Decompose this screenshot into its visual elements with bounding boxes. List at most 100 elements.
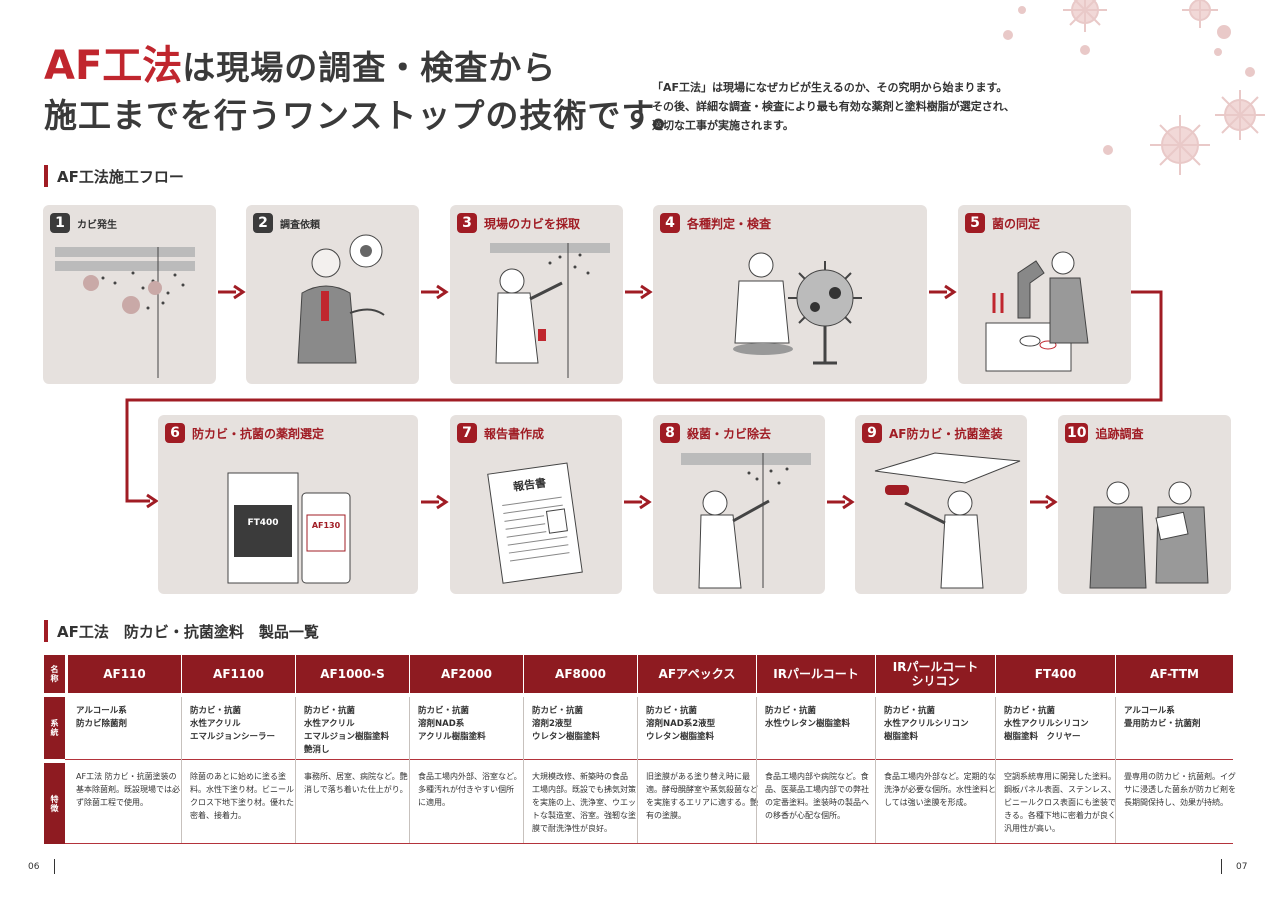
column-divider — [181, 697, 182, 843]
product-feature-line: ず除菌工程で使用。 — [76, 798, 148, 807]
product-type-line: 防カビ・抗菌 — [1004, 706, 1056, 716]
product-feature-line: クロス下地下塗り材。優れた — [190, 798, 294, 807]
product-column: IRパールコート防カビ・抗菌水性ウレタン樹脂塗料食品工場内部や病院など。食品、医… — [757, 655, 875, 844]
product-feature: AF工法 防カビ・抗菌塗装の基本除菌剤。既設現場では必ず除菌工程で使用。 — [76, 770, 180, 809]
product-type-line: 防カビ・抗菌 — [884, 706, 936, 716]
product-feature-line: 除菌のあとに始めに塗る塗 — [190, 772, 286, 781]
product-feature-line: 汎用性が高い。 — [1004, 824, 1060, 833]
product-name: AF1100 — [182, 655, 295, 693]
step-label: 菌の同定 — [992, 216, 1041, 231]
column-divider — [875, 697, 876, 843]
flow-arrow-icon — [421, 284, 449, 300]
microscope-illustration — [985, 251, 1089, 372]
product-type-line: エマルジョンシーラー — [190, 732, 276, 742]
mold-removal-illustration — [681, 453, 811, 589]
lead-text: 「AF工法」は現場になぜカビが生えるのか、その究明から始まります。 その後、詳細… — [652, 78, 1015, 135]
product-name: AF1000-S — [296, 655, 409, 693]
product-type: 防カビ・抗菌溶剤NAD系アクリル樹脂塗料 — [418, 705, 486, 744]
product-name: AF110 — [68, 655, 181, 693]
product-feature-line: 密着、接着力。 — [190, 811, 246, 820]
flow-step-8: 8 殺菌・カビ除去 — [653, 415, 825, 594]
step-label: 報告書作成 — [484, 426, 545, 441]
product-feature-line: の移香が心配な個所。 — [765, 811, 845, 820]
product-feature-line: ビニールクロス表面にも塗装で — [1004, 798, 1116, 807]
inspection-illustration — [733, 252, 862, 365]
page-number-left: 06 — [28, 862, 40, 872]
column-divider — [1115, 697, 1116, 843]
product-feature-line: トな製造室、浴室。強靭な塗 — [532, 811, 636, 820]
product-feature-line: 有の塗膜。 — [646, 811, 686, 820]
can-label-ft400: FT400 — [247, 518, 278, 528]
product-column: AFアペックス防カビ・抗菌溶剤NAD系2液型ウレタン樹脂塗料旧塗膜がある塗り替え… — [638, 655, 758, 844]
product-feature-line: 消しで落ち着いた仕上がり。 — [304, 785, 408, 794]
product-name: FT400 — [996, 655, 1115, 693]
product-type-line: 溶剤2液型 — [532, 719, 572, 729]
can-label-af130: AF130 — [312, 521, 341, 530]
step-number: 8 — [660, 423, 680, 443]
product-feature-line: 洗浄が必要な個所。水性塗料と — [884, 785, 996, 794]
product-type-line: ウレタン樹脂塗料 — [532, 732, 601, 742]
step-label: 各種判定・検査 — [687, 216, 772, 231]
product-type-line: 防カビ・抗菌 — [646, 706, 698, 716]
step-label: 防カビ・抗菌の薬剤選定 — [192, 426, 325, 441]
page-headline: AF工法は現場の調査・検査から 施工までを行うワンストップの技術です。 — [44, 42, 686, 140]
section-bar — [44, 620, 48, 642]
product-feature-line: 品、医薬品工場内部での弊社 — [765, 785, 869, 794]
flow-arrow-icon — [1030, 494, 1058, 510]
step-label: 殺菌・カビ除去 — [687, 426, 772, 441]
product-feature: 大規模改修、新築時の食品工場内部。既設でも拂気対策を実施の上、洗浄室、ウエットな… — [532, 770, 636, 835]
product-type-line: 水性アクリル — [190, 719, 241, 729]
product-feature-line: 鋼板パネル表面、ステンレス、 — [1004, 785, 1116, 794]
product-type-line: 防カビ・抗菌 — [304, 706, 356, 716]
product-feature-line: 多種汚れが付きやすい個所 — [418, 785, 514, 794]
product-type: アルコール系畳用防カビ・抗菌剤 — [1124, 705, 1201, 731]
step-label: AF防カビ・抗菌塗装 — [889, 426, 1003, 441]
product-feature-line: 食品工場内外部、浴室など。 — [418, 772, 522, 781]
row-divider — [65, 843, 1233, 844]
flow-arrow-icon — [624, 494, 652, 510]
product-feature-line: AF工法 防カビ・抗菌塗装の — [76, 772, 177, 781]
mold-ceiling-illustration — [55, 247, 195, 378]
product-name: AFアペックス — [638, 655, 756, 693]
product-feature-line: を実施するエリアに適する。艶 — [646, 798, 758, 807]
step-number: 9 — [862, 423, 882, 443]
page-divider — [1221, 859, 1222, 874]
product-feature-line: 大規模改修、新築時の食品 — [532, 772, 628, 781]
product-feature: 除菌のあとに始めに塗る塗料。水性下塗り材。ビニールクロス下地下塗り材。優れた密着… — [190, 770, 294, 822]
product-type-line: 防カビ・抗菌 — [418, 706, 470, 716]
section-bar — [44, 165, 48, 187]
report-document-illustration: 報告書 — [487, 462, 583, 584]
step-label: 追跡調査 — [1095, 426, 1144, 441]
products-section-title: AF工法 防カビ・抗菌塗料 製品一覧 — [44, 620, 319, 642]
product-feature-line: 基本除菌剤。既設現場では必 — [76, 785, 180, 794]
step-label: カビ発生 — [77, 219, 117, 231]
row-label-type: 系統 — [44, 697, 65, 759]
product-type-line: アクリル樹脂塗料 — [418, 732, 486, 742]
product-type: 防カビ・抗菌溶剤NAD系2液型ウレタン樹脂塗料 — [646, 705, 715, 744]
headline-line-2: 施工までを行うワンストップの技術です。 — [44, 96, 687, 135]
step-label: 調査依頼 — [280, 219, 320, 231]
flow-arrow-icon — [929, 284, 957, 300]
product-type-line: 水性ウレタン樹脂塗料 — [765, 719, 851, 729]
product-feature-line: きる。各種下地に密着力が良く — [1004, 811, 1116, 820]
column-divider — [756, 697, 757, 843]
row-divider — [65, 759, 1233, 760]
column-divider — [523, 697, 524, 843]
step-number: 4 — [660, 213, 680, 233]
product-feature: 食品工場内外部、浴室など。多種汚れが付きやすい個所に適用。 — [418, 770, 522, 809]
sampling-worker-illustration — [490, 243, 610, 378]
product-type: 防カビ・抗菌水性ウレタン樹脂塗料 — [765, 705, 850, 731]
product-feature: 食品工場内部や病院など。食品、医薬品工場内部での弊社の定番塗料。塗装時の製品への… — [765, 770, 869, 822]
product-feature-line: しては強い塗膜を形成。 — [884, 798, 972, 807]
